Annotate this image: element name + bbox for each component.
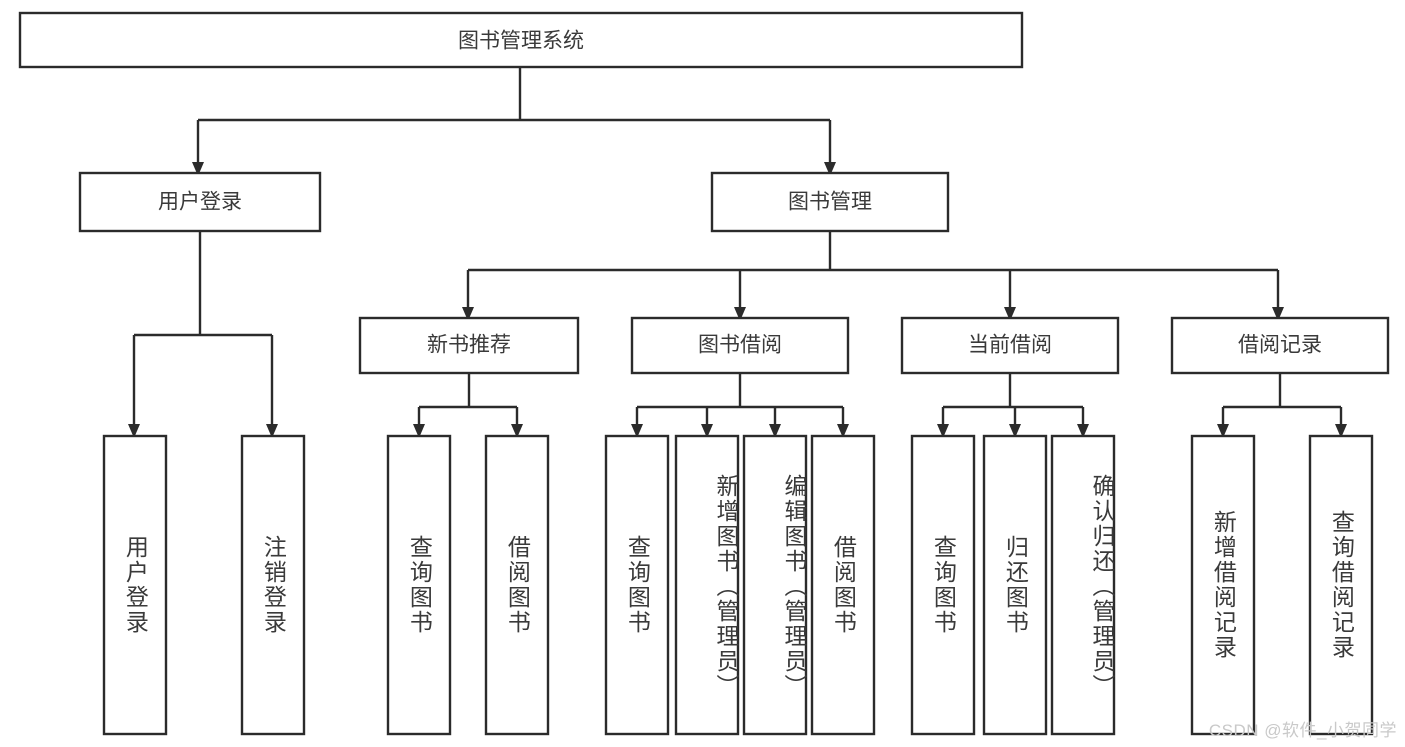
arrow-head-leaf-query-book-rec: [413, 424, 425, 438]
arrow-head-leaf-add-record: [1217, 424, 1229, 438]
connector-group-new-book-recommend: [413, 373, 523, 438]
arrow-head-leaf-edit-book: [769, 424, 781, 438]
arrow-head-new-book-recommend: [462, 307, 474, 321]
node-book-manage[interactable]: 图书管理: [710, 171, 950, 233]
node-leaf-borrow-book-rec-box[interactable]: [484, 434, 550, 736]
node-root-label: 图书管理系统: [458, 30, 584, 53]
node-user-login[interactable]: 用户登录: [78, 171, 322, 233]
node-leaf-query-book-bor-box[interactable]: [604, 434, 670, 736]
node-leaf-query-book-cur-box[interactable]: [910, 434, 976, 736]
node-leaf-add-record-box[interactable]: [1190, 434, 1256, 736]
node-new-book-recommend[interactable]: 新书推荐: [358, 316, 580, 375]
node-leaf-add-book-box[interactable]: [674, 434, 740, 736]
node-book-manage-box[interactable]: [710, 171, 950, 233]
arrow-head-leaf-logout: [266, 424, 278, 438]
node-book-borrow[interactable]: 图书借阅: [630, 316, 850, 375]
node-book-borrow-box[interactable]: [630, 316, 850, 375]
node-leaf-logout-box[interactable]: [240, 434, 306, 736]
watermark: CSDN @软件_小贺同学: [1208, 721, 1397, 740]
arrow-head-leaf-return-book: [1009, 424, 1021, 438]
connector-group-book-manage: [462, 231, 1284, 321]
arrow-head-leaf-confirm-return: [1077, 424, 1089, 438]
arrow-head-user-login: [192, 162, 204, 176]
node-borrow-record[interactable]: 借阅记录: [1170, 316, 1390, 375]
node-user-login-box[interactable]: [78, 171, 322, 233]
arrow-head-leaf-query-book-bor: [631, 424, 643, 438]
node-leaf-return-book-box[interactable]: [982, 434, 1048, 736]
node-leaf-query-book-rec-box[interactable]: [386, 434, 452, 736]
node-user-login-label: 用户登录: [158, 191, 242, 214]
node-current-borrow[interactable]: 当前借阅: [900, 316, 1120, 375]
node-root-box[interactable]: [18, 11, 1024, 69]
arrow-head-leaf-borrow-book-rec: [511, 424, 523, 438]
connector-group-user-login: [128, 231, 278, 438]
node-leaf-query-record-box[interactable]: [1308, 434, 1374, 736]
arrow-head-borrow-record: [1272, 307, 1284, 321]
node-new-book-recommend-box[interactable]: [358, 316, 580, 375]
arrow-head-book-borrow: [734, 307, 746, 321]
node-borrow-record-label: 借阅记录: [1238, 334, 1322, 357]
node-leaf-user-login-box[interactable]: [102, 434, 168, 736]
node-leaf-edit-book-box[interactable]: [742, 434, 808, 736]
connector-group-book-borrow: [631, 373, 849, 438]
arrow-head-leaf-add-book: [701, 424, 713, 438]
arrow-head-current-borrow: [1004, 307, 1016, 321]
node-book-borrow-label: 图书借阅: [698, 334, 782, 357]
node-book-manage-label: 图书管理: [788, 191, 872, 214]
arrow-head-leaf-query-record: [1335, 424, 1347, 438]
node-new-book-recommend-label: 新书推荐: [427, 334, 511, 357]
node-current-borrow-box[interactable]: [900, 316, 1120, 375]
node-leaf-confirm-return-box[interactable]: [1050, 434, 1116, 736]
arrow-head-book-manage: [824, 162, 836, 176]
connector-group-root: [192, 67, 836, 176]
arrow-head-leaf-query-book-cur: [937, 424, 949, 438]
node-root[interactable]: 图书管理系统: [18, 11, 1024, 69]
connector-group-borrow-record: [1217, 373, 1347, 438]
node-leaf-borrow-book-box[interactable]: [810, 434, 876, 736]
arrow-head-leaf-user-login: [128, 424, 140, 438]
node-borrow-record-box[interactable]: [1170, 316, 1390, 375]
arrow-head-leaf-borrow-book: [837, 424, 849, 438]
node-current-borrow-label: 当前借阅: [968, 334, 1052, 357]
connector-group-current-borrow: [937, 373, 1089, 438]
